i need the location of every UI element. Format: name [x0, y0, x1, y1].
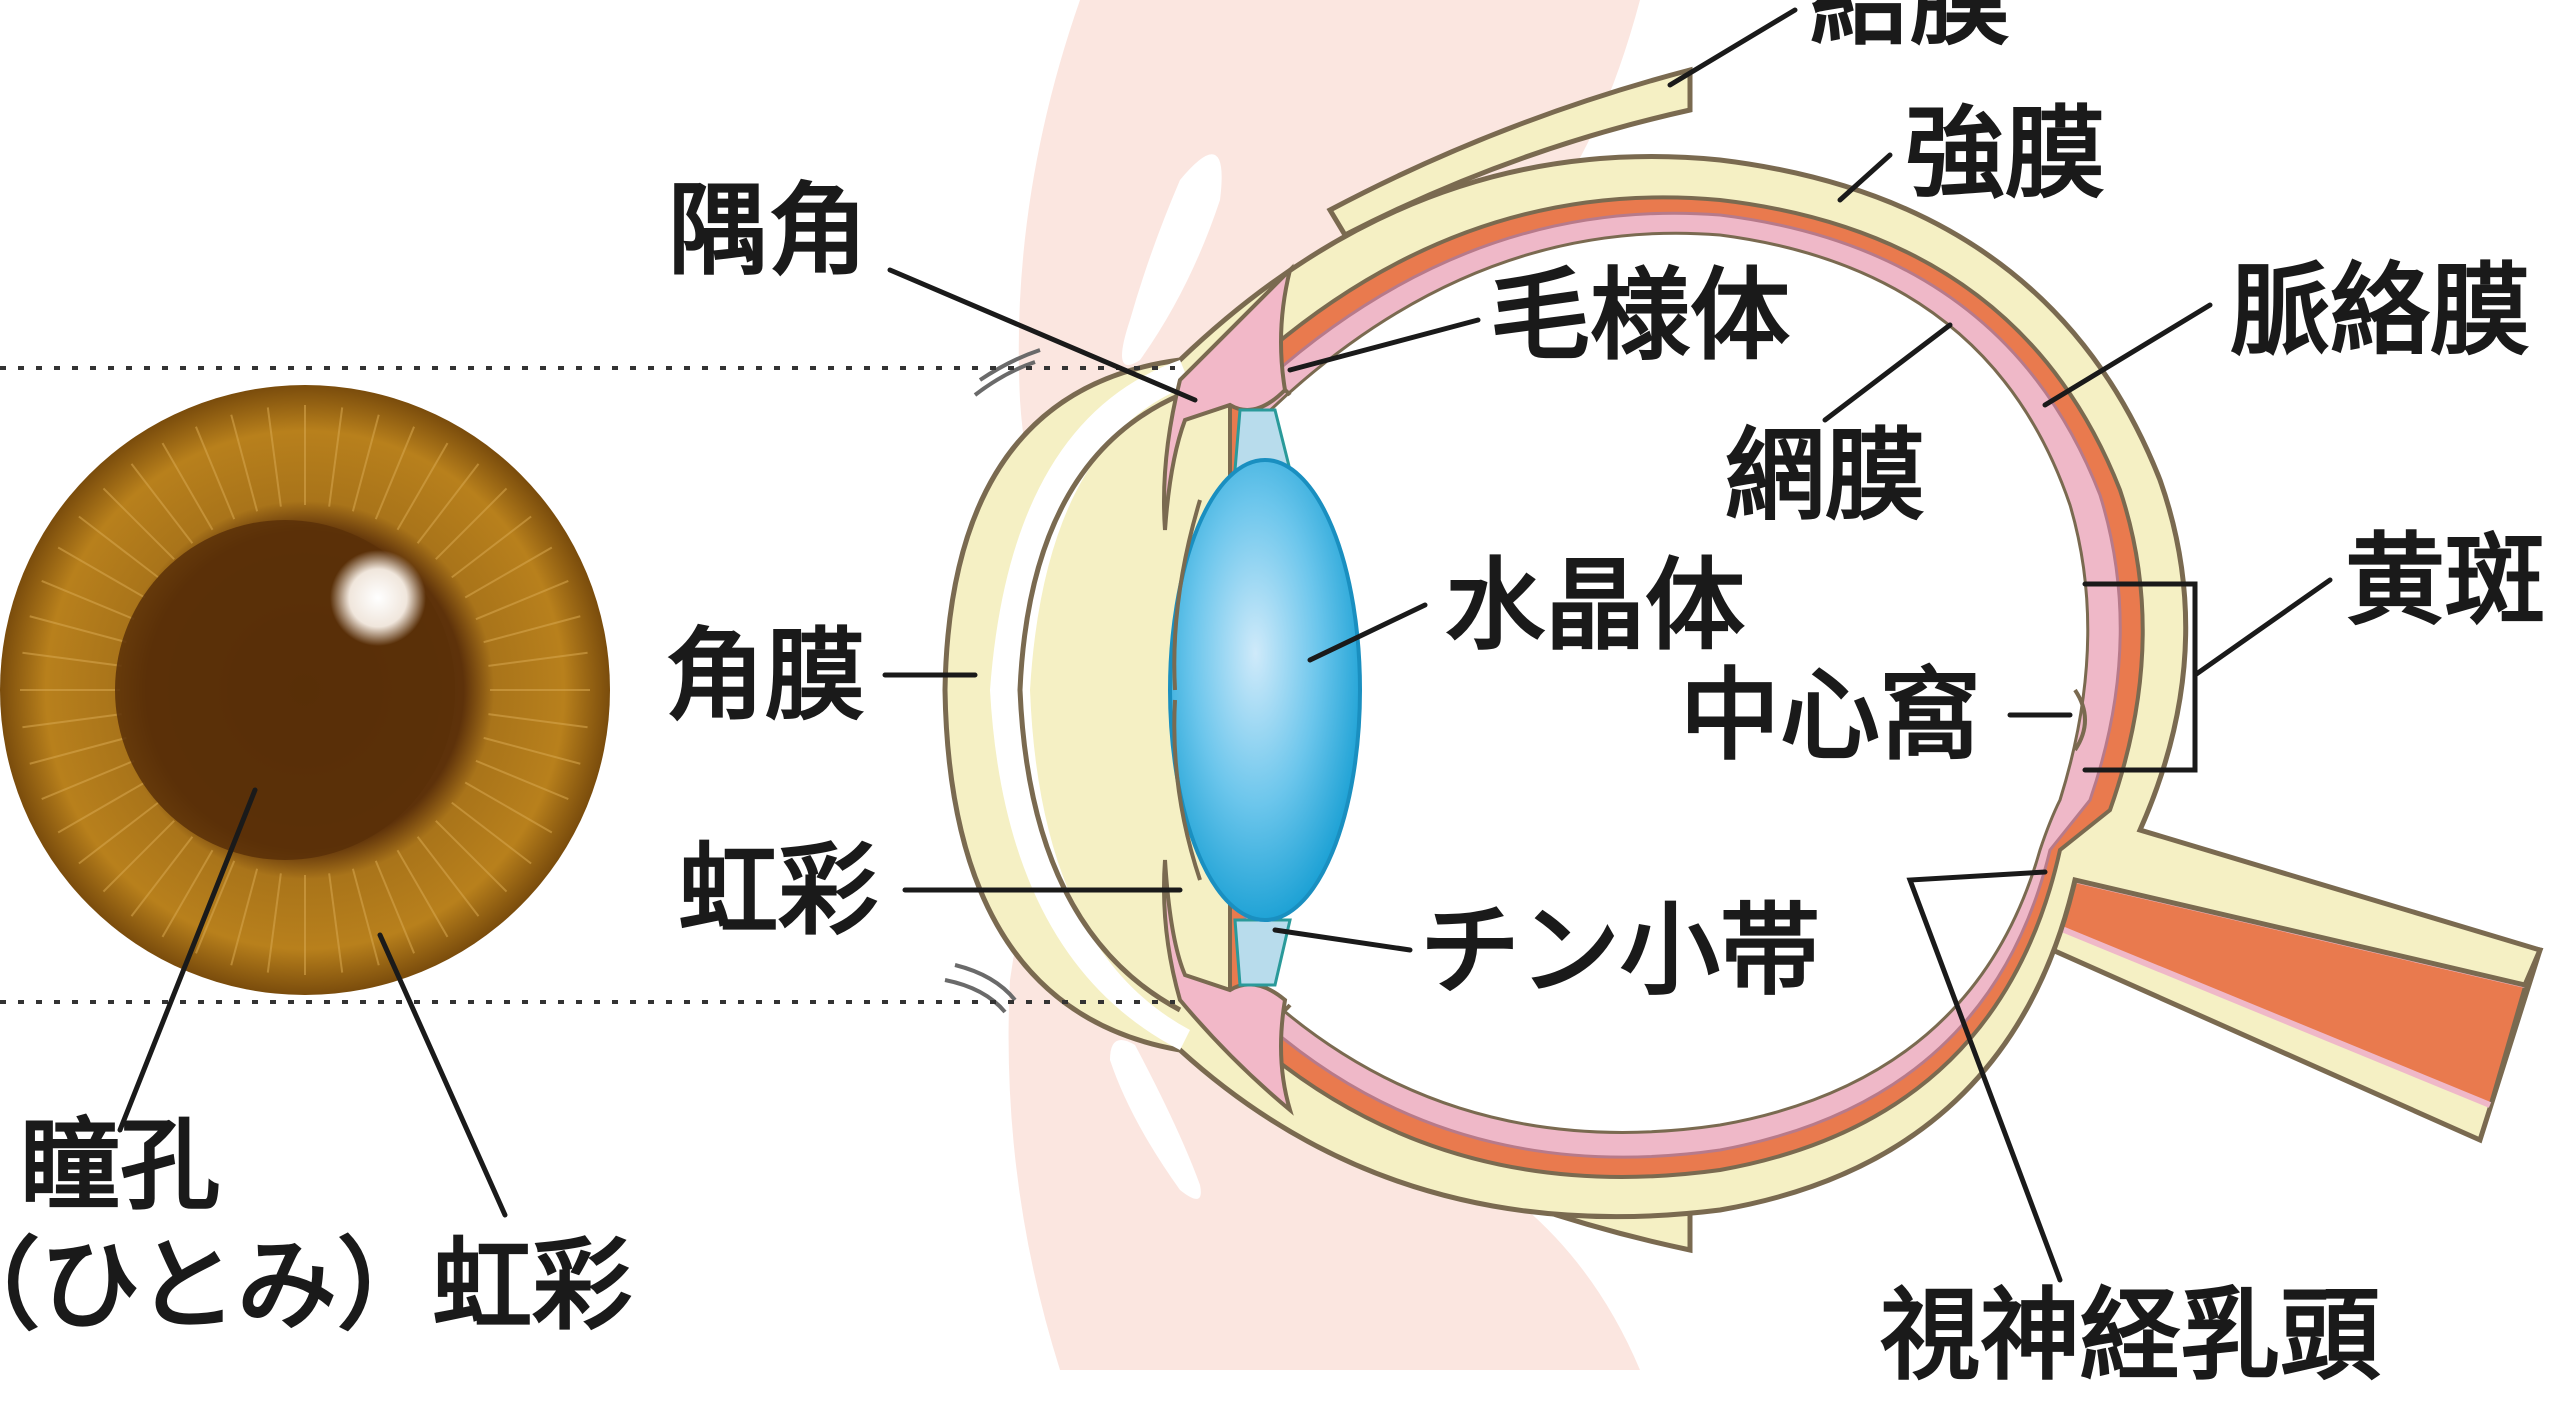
- iris-ray: [351, 868, 380, 966]
- iris-ray: [351, 414, 380, 512]
- iris-ray: [266, 873, 282, 973]
- iris-ray: [22, 713, 122, 729]
- iris-ray: [416, 836, 480, 917]
- iris-ray: [161, 442, 214, 531]
- iris-ray: [130, 836, 194, 917]
- iris-ray: [464, 781, 553, 834]
- iris-glint-icon: [330, 550, 426, 646]
- iris-ray: [130, 463, 194, 544]
- iris-ray: [29, 615, 127, 644]
- iris-ray: [374, 426, 415, 520]
- label-optic-disc: 視神経乳頭: [1880, 1277, 2381, 1394]
- iris-ray: [195, 860, 236, 954]
- label-zonule: チン小帯: [1420, 892, 1820, 1009]
- label-pupil: 瞳孔: [20, 1107, 220, 1224]
- iris-ray: [195, 426, 236, 520]
- iris-ray: [374, 860, 415, 954]
- label-ciliary-body: 毛様体: [1490, 257, 1790, 374]
- label-macula: 黄斑: [2345, 522, 2545, 639]
- iris-ray: [230, 868, 259, 966]
- iris-ray: [475, 580, 569, 621]
- iris-ray: [161, 849, 214, 938]
- zonule-lower: [1233, 918, 1292, 987]
- iris-ray: [328, 407, 344, 507]
- iris-ray: [57, 546, 146, 599]
- iris-ray: [475, 759, 569, 800]
- iris-ray: [451, 801, 532, 865]
- iris-ray: [483, 736, 581, 765]
- label-retina: 網膜: [1725, 417, 1925, 534]
- iris-ray: [41, 759, 135, 800]
- iris-ray: [483, 615, 581, 644]
- eyeball-shell: [942, 154, 2544, 1220]
- label-iris-front: 虹彩: [432, 1227, 632, 1344]
- label-cornea: 角膜: [665, 617, 865, 734]
- iris-ray: [396, 849, 449, 938]
- iris-ray: [102, 487, 175, 560]
- label-fovea: 中心窩: [1680, 657, 1980, 774]
- iris-ray: [78, 515, 159, 579]
- iris-front-view: [0, 385, 610, 995]
- label-iris-side: 虹彩: [678, 832, 878, 949]
- lens: [1168, 458, 1362, 922]
- iris-ray: [230, 414, 259, 512]
- label-conjunctiva: 結膜: [1810, 0, 2010, 59]
- iris-ray: [266, 407, 282, 507]
- iris-ray: [78, 801, 159, 865]
- iris-ray: [435, 820, 508, 893]
- iris-ray: [464, 546, 553, 599]
- fovea-dip: [2073, 688, 2087, 752]
- iris-ray: [29, 736, 127, 765]
- iris-ray: [102, 820, 175, 893]
- label-sclera: 強膜: [1905, 95, 2105, 212]
- label-pupil-note: （ひとみ）: [0, 1227, 437, 1344]
- leader-lines: [117, 7, 2333, 1283]
- iris-ray: [416, 463, 480, 544]
- iris-ray: [22, 651, 122, 667]
- label-choroid: 脈絡膜: [2230, 252, 2530, 369]
- iris-ray: [435, 487, 508, 560]
- label-lens: 水晶体: [1445, 547, 1745, 664]
- iris-ray: [488, 713, 588, 729]
- iris-ray: [328, 873, 344, 973]
- iris-ray: [41, 580, 135, 621]
- label-angle: 隅角: [668, 172, 868, 289]
- iris-ray: [396, 442, 449, 531]
- iris-ray: [57, 781, 146, 834]
- iris-ray: [451, 515, 532, 579]
- iris-ray: [488, 651, 588, 667]
